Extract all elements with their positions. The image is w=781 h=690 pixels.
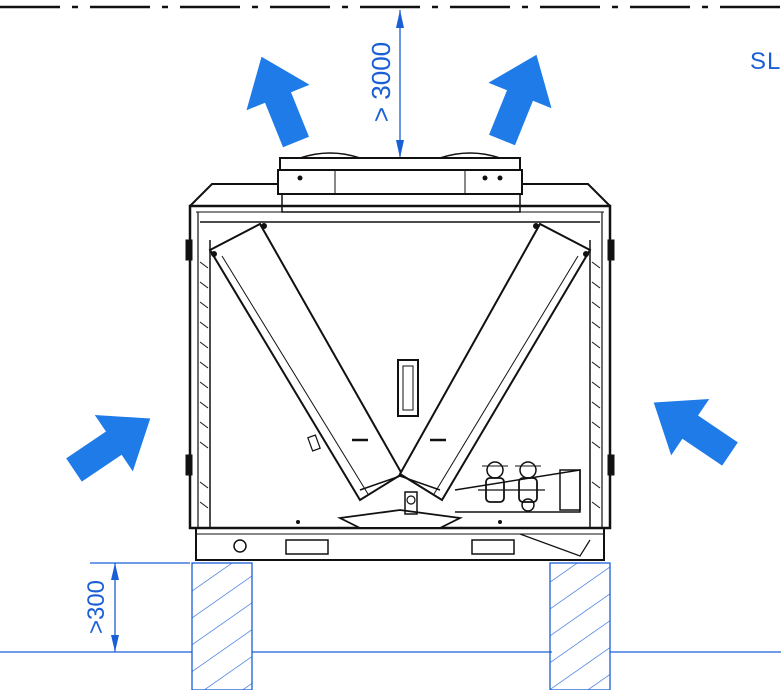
fan-housing (277, 152, 523, 213)
left-support-pedestal (191, 562, 253, 690)
airflow-arrow-top-left (246, 56, 310, 148)
airflow-arrow-left (66, 414, 151, 482)
top-panel (189, 183, 611, 207)
v-coils (208, 222, 592, 502)
bottom-clearance-dimension: >300 (83, 562, 190, 652)
base-plate (195, 520, 605, 561)
condenser-unit (185, 152, 615, 561)
control-box (307, 359, 446, 452)
airflow-arrow-right (653, 398, 738, 466)
valve-assembly (454, 461, 581, 513)
right-support-pedestal (549, 562, 611, 690)
side-label: SL (750, 48, 781, 75)
top-clearance-label: > 3000 (366, 42, 396, 122)
airflow-arrow-top-right (488, 54, 552, 146)
left-louvres (199, 261, 209, 509)
bottom-clearance-label: >300 (83, 580, 110, 634)
right-louvres (591, 261, 601, 509)
top-clearance-dimension: > 3000 (366, 10, 404, 158)
drip-tray (336, 475, 464, 529)
